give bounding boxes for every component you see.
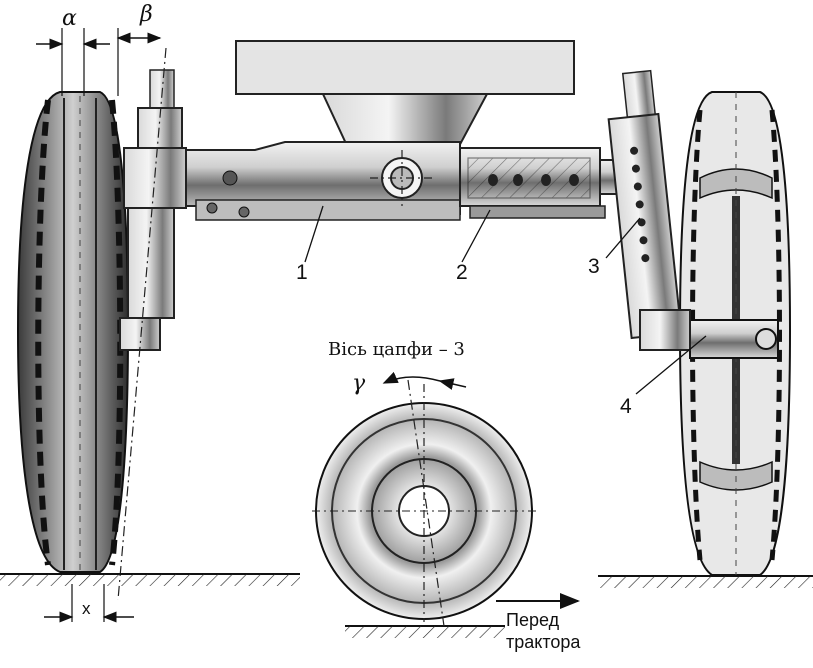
x-label: x: [82, 599, 91, 618]
direction-label-line1: Перед: [506, 610, 560, 630]
pivot-pin: [370, 150, 436, 206]
direction-label-line2: трактора: [506, 632, 581, 652]
beta-dimension: [116, 28, 162, 96]
part-number-4: 4: [620, 395, 632, 418]
part-number-3: 3: [588, 255, 600, 278]
pin-axis-label: Вісь цапфи – 3: [328, 339, 465, 360]
right-wheel: [678, 91, 792, 576]
part-number-2: 2: [456, 261, 468, 284]
right-kingpin-housing: [607, 69, 691, 351]
axle-extension-tube: [459, 147, 635, 219]
ground-center: [345, 625, 505, 638]
gamma-label: γ: [352, 371, 366, 396]
left-wheel: [16, 91, 130, 573]
beta-label: β: [140, 2, 153, 27]
part-number-1: 1: [296, 261, 308, 284]
leader-lines: [304, 205, 707, 395]
left-kingpin-housing: [117, 47, 187, 601]
alpha-dimension: [36, 28, 110, 96]
side-view-wheel: [312, 371, 580, 627]
ground-left: [0, 573, 300, 586]
ground-right: [598, 575, 813, 588]
alpha-label: α: [62, 6, 77, 31]
x-dimension: [44, 584, 134, 623]
